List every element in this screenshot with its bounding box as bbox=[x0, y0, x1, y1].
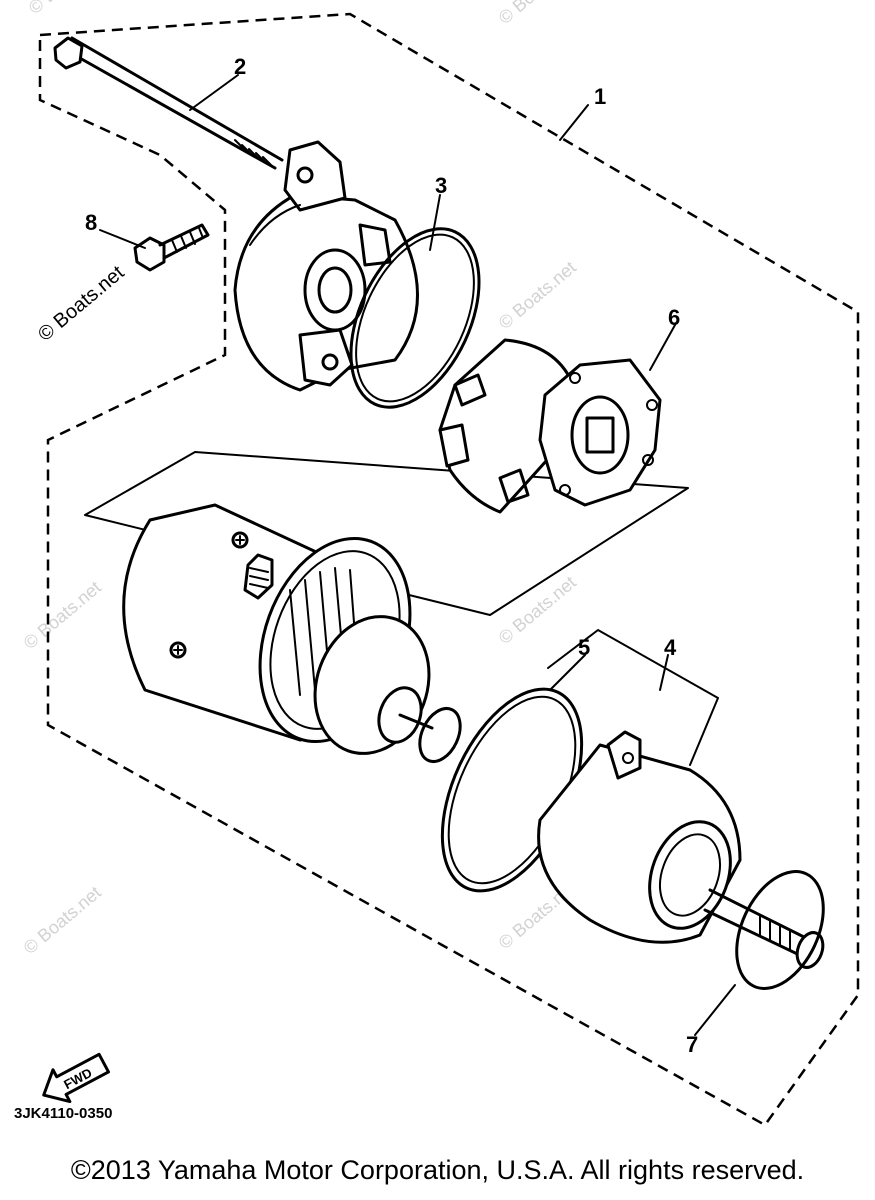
callout-5: 5 bbox=[578, 635, 590, 660]
mounting-bolt bbox=[133, 223, 210, 272]
drawing-code: 3JK4110-0350 bbox=[14, 1105, 112, 1122]
callout-1: 1 bbox=[594, 84, 606, 109]
callout-3: 3 bbox=[435, 173, 447, 198]
front-cover bbox=[537, 730, 825, 969]
callout-8: 8 bbox=[85, 210, 97, 235]
callout-6: 6 bbox=[668, 305, 680, 330]
brush-plate bbox=[538, 358, 662, 507]
armature-yoke bbox=[122, 503, 434, 755]
through-bolt bbox=[53, 36, 284, 170]
callout-4: 4 bbox=[664, 635, 677, 660]
fwd-arrow: FWD bbox=[42, 1052, 110, 1104]
starter-motor-exploded-diagram: © Boats.net © Boats.net © Boats.net © Bo… bbox=[14, 0, 860, 1127]
assembly-boundary bbox=[38, 12, 860, 1127]
circlip bbox=[735, 870, 825, 990]
watermark-7: © Boats.net bbox=[25, 0, 110, 18]
watermark-1: © Boats.net bbox=[495, 0, 580, 28]
o-ring-rear-inner bbox=[355, 233, 475, 403]
brush-holder bbox=[438, 338, 577, 514]
watermark-5: © Boats.net bbox=[20, 882, 105, 958]
callouts: 1 2 3 4 5 6 7 8 bbox=[85, 54, 698, 1057]
watermark-side: © Boats.net bbox=[34, 261, 129, 345]
rear-cover bbox=[233, 140, 419, 392]
copyright-notice: ©2013 Yamaha Motor Corporation, U.S.A. A… bbox=[70, 1155, 805, 1185]
leader-lines bbox=[99, 74, 736, 1036]
watermark-2: © Boats.net bbox=[495, 257, 580, 333]
callout-7: 7 bbox=[686, 1032, 698, 1057]
watermark-3: © Boats.net bbox=[20, 577, 105, 653]
o-ring-rear bbox=[349, 227, 481, 409]
part-4-bracket bbox=[547, 629, 719, 766]
callout-2: 2 bbox=[234, 54, 246, 79]
small-o-ring bbox=[418, 707, 462, 763]
